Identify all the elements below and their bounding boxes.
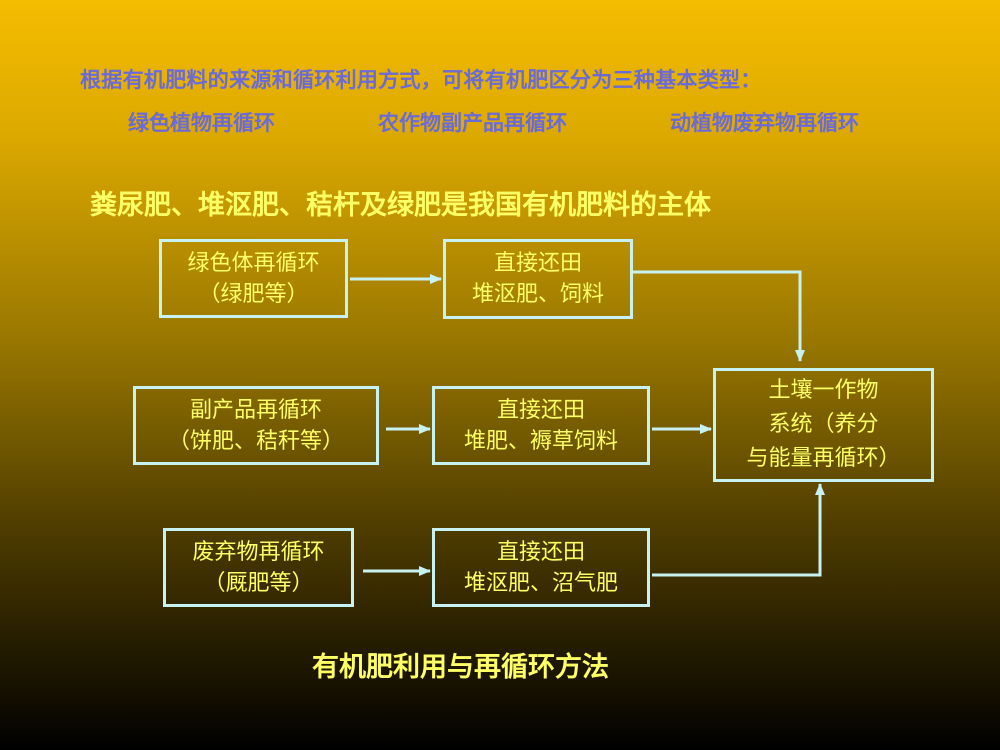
method-byproduct-detail: 堆肥、褥草饲料 bbox=[463, 428, 618, 454]
intro-sentence: 根据有机肥料的来源和循环利用方式，可将有机肥区分为三种基本类型： bbox=[80, 68, 762, 92]
method-byproduct-box: 直接还田 堆肥、褥草饲料 bbox=[432, 386, 650, 465]
source-waste-examples: （厩肥等） bbox=[203, 570, 314, 596]
source-waste-box: 废弃物再循环 （厩肥等） bbox=[163, 528, 354, 607]
source-green-box: 绿色体再循环 （绿肥等） bbox=[159, 239, 348, 318]
arrow-method-waste-to-target bbox=[652, 483, 825, 577]
target-line-3: 与能量再循环） bbox=[746, 446, 901, 471]
method-green-detail: 堆沤肥、饲料 bbox=[471, 282, 604, 307]
method-green-title: 直接还田 bbox=[493, 251, 582, 276]
method-waste-title: 直接还田 bbox=[496, 539, 585, 565]
footer-caption: 有机肥利用与再循环方法 bbox=[312, 652, 609, 683]
method-waste-box: 直接还田 堆沤肥、沼气肥 bbox=[432, 528, 650, 607]
target-line-2: 系统（养分 bbox=[768, 412, 879, 437]
method-green-box: 直接还田 堆沤肥、饲料 bbox=[443, 239, 633, 319]
type-green-plant: 绿色植物再循环 bbox=[128, 111, 275, 135]
source-byproduct-box: 副产品再循环 （饼肥、秸秆等） bbox=[133, 386, 379, 465]
source-green-title: 绿色体再循环 bbox=[187, 250, 320, 276]
soil-crop-system-box: 土壤一作物 系统（养分 与能量再循环） bbox=[713, 368, 934, 482]
headline: 粪尿肥、堆沤肥、秸杆及绿肥是我国有机肥料的主体 bbox=[90, 190, 711, 221]
arrow-method-green-to-target bbox=[633, 270, 805, 362]
source-green-examples: （绿肥等） bbox=[198, 281, 309, 307]
source-waste-title: 废弃物再循环 bbox=[192, 539, 325, 565]
source-byproduct-title: 副产品再循环 bbox=[189, 397, 322, 423]
type-waste: 动植物废弃物再循环 bbox=[670, 111, 859, 135]
method-byproduct-title: 直接还田 bbox=[496, 397, 585, 423]
target-line-1: 土壤一作物 bbox=[768, 378, 879, 403]
type-crop-byproduct: 农作物副产品再循环 bbox=[378, 111, 567, 135]
source-byproduct-examples: （饼肥、秸秆等） bbox=[167, 428, 344, 454]
method-waste-detail: 堆沤肥、沼气肥 bbox=[463, 570, 618, 596]
